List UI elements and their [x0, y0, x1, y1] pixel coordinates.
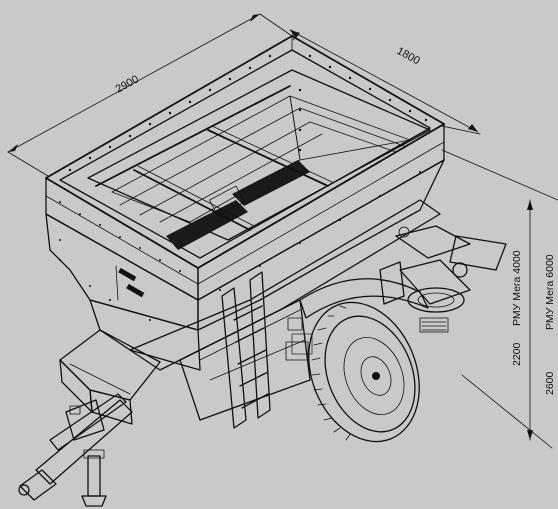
hopper-grate-rear	[232, 160, 310, 206]
hopper-top-rim	[45, 35, 445, 269]
hopper-crossbeams	[95, 85, 333, 231]
drawbar	[18, 393, 133, 501]
dimension-width-label: 1800	[395, 45, 422, 67]
wheel-tread	[311, 305, 351, 441]
dimension-length	[7, 13, 293, 177]
chassis-frame	[129, 199, 441, 421]
dimension-width	[289, 29, 481, 135]
wall-rivets	[59, 171, 421, 321]
model-6000-label: РМУ Мега 6000	[544, 254, 556, 330]
rear-spinner-unit	[379, 225, 507, 333]
hopper-lower-body	[45, 159, 445, 371]
jack-stand	[81, 449, 107, 507]
height-4000-value: 2200	[511, 342, 523, 366]
mudguard	[291, 278, 429, 355]
hopper-interior	[87, 69, 431, 241]
ladder	[221, 271, 271, 429]
dimension-height	[441, 149, 558, 449]
dimension-length-label: 2900	[114, 73, 141, 95]
model-4000-label: РМУ Мега 4000	[511, 250, 523, 326]
wheel	[308, 301, 420, 443]
rim-rivets	[68, 54, 428, 172]
height-6000-value: 2600	[544, 371, 556, 395]
